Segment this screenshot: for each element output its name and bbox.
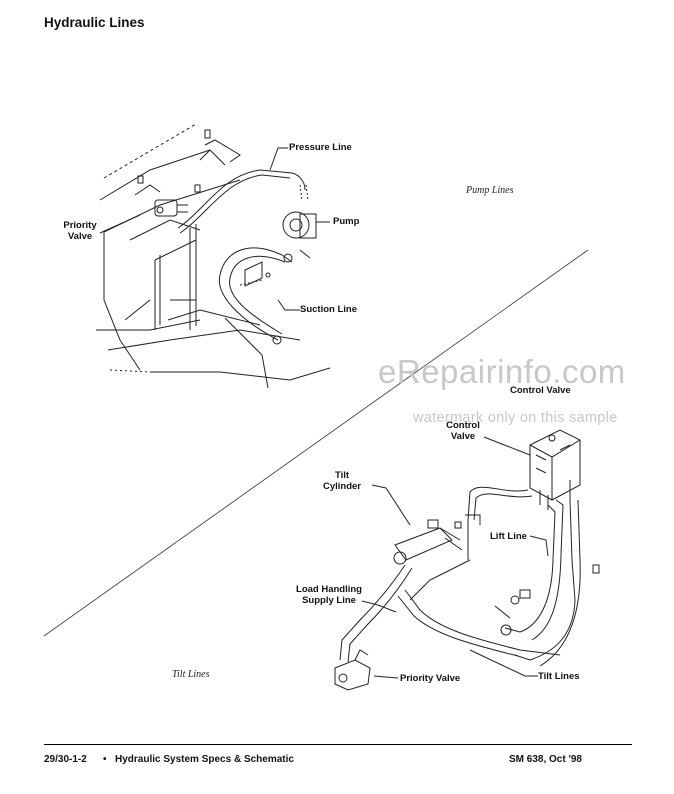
- footer-separator: •: [103, 754, 107, 765]
- label-load-handling-supply-line: Load Handling Supply Line: [292, 584, 366, 606]
- caption-tilt-lines: Tilt Lines: [172, 669, 210, 680]
- label-suction-line: Suction Line: [300, 304, 357, 315]
- footer-manual-id: SM 638, Oct '98: [509, 754, 582, 765]
- footer-rule: [44, 744, 632, 745]
- page-title: Hydraulic Lines: [44, 15, 145, 30]
- label-lift-line: Lift Line: [490, 531, 527, 542]
- label-control-valve-lower: Control Valve: [440, 420, 486, 442]
- label-tilt-lines: Tilt Lines: [538, 671, 580, 682]
- label-priority-valve-top: Priority Valve: [58, 220, 102, 242]
- label-control-valve-lower-line1: Control: [446, 420, 480, 431]
- footer-section-title: Hydraulic System Specs & Schematic: [115, 754, 294, 765]
- caption-pump-lines: Pump Lines: [466, 185, 514, 196]
- label-load-handling-line2: Supply Line: [302, 595, 356, 606]
- label-control-valve-lower-line2: Valve: [450, 431, 476, 442]
- label-load-handling-line1: Load Handling: [296, 584, 362, 595]
- footer-page-number: 29/30-1-2: [44, 754, 87, 765]
- label-control-valve-upper: Control Valve: [510, 385, 571, 396]
- label-priority-valve-top-line1: Priority: [63, 220, 97, 231]
- label-tilt-cylinder: Tilt Cylinder: [316, 470, 368, 492]
- watermark-subtext: watermark only on this sample: [413, 410, 618, 426]
- tilt-assembly-drawing: [334, 429, 600, 691]
- pump-assembly-drawing: [96, 123, 331, 389]
- label-priority-valve-bottom: Priority Valve: [400, 673, 461, 684]
- watermark-text: eRepairinfo.com: [378, 353, 626, 390]
- label-pressure-line: Pressure Line: [289, 142, 352, 153]
- label-tilt-cylinder-line2: Cylinder: [322, 481, 361, 492]
- label-tilt-cylinder-line1: Tilt: [334, 470, 350, 481]
- section-divider-line: [43, 249, 589, 637]
- label-priority-valve-top-line2: Valve: [67, 231, 93, 242]
- label-pump: Pump: [333, 216, 360, 227]
